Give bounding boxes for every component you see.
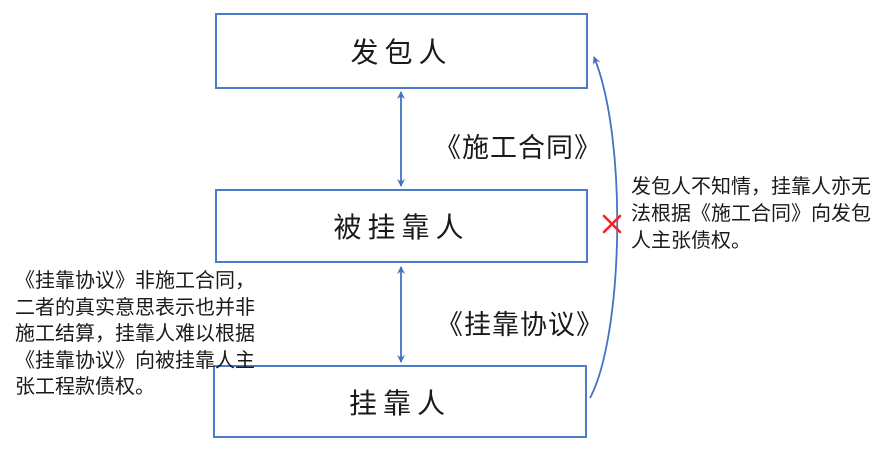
node-employer: 发包人 [215, 13, 588, 89]
blocked-claim-curve-arrow [589, 56, 619, 399]
left-annotation-text: 《挂靠协议》非施工合同， 二者的真实意思表示也并非 施工结算，挂靠人难以根据 《… [15, 268, 255, 398]
affiliation-agreement-edge-label: 《挂靠协议》 [436, 310, 604, 341]
node-attacher: 挂靠人 [213, 365, 587, 438]
node-attacher-label: 挂靠人 [348, 386, 451, 420]
right-annotation-text: 发包人不知情，挂靠人亦无 法根据《施工合同》向发包 人主张债权。 [631, 174, 871, 252]
node-affiliated: 被挂靠人 [215, 189, 588, 263]
node-affiliated-label: 被挂靠人 [333, 211, 470, 244]
red-x-mark [602, 214, 622, 234]
construction-contract-edge-label: 《施工合同》 [434, 133, 602, 164]
node-employer-label: 发包人 [350, 36, 453, 69]
